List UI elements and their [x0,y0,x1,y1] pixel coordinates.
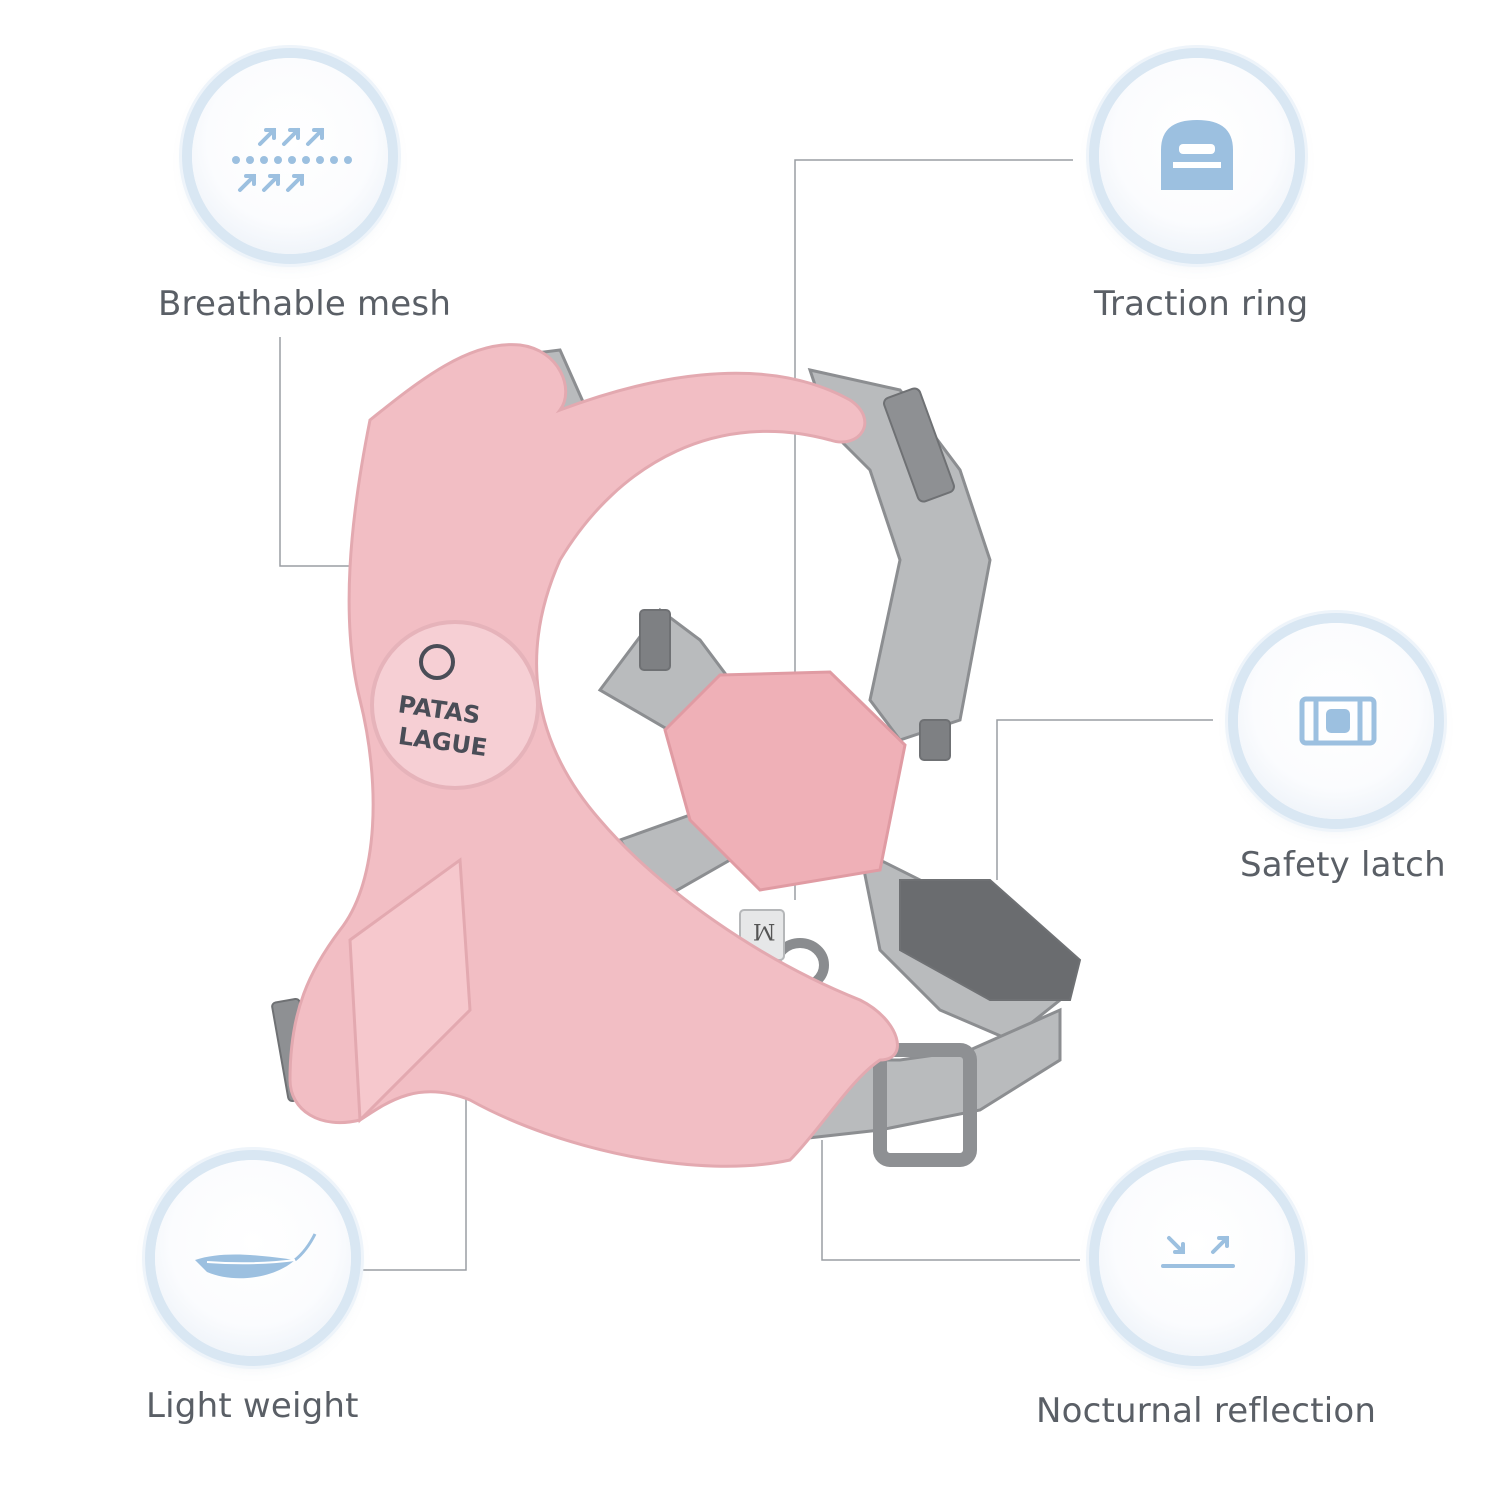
nocturnal-reflection-label: Nocturnal reflection [1036,1391,1377,1431]
brand-badge [370,620,540,790]
traction-ring-icon [1161,120,1233,190]
light-weight-badge [155,1160,351,1356]
safety-latch-icon [1299,696,1377,746]
breathable-mesh-badge [192,58,388,254]
traction-ring-label: Traction ring [1094,284,1309,324]
reflection-icon [1161,1236,1235,1268]
safety-latch-badge [1238,623,1434,819]
harness-body [288,343,907,1168]
traction-ring-badge [1099,58,1295,254]
light-weight-label: Light weight [146,1386,359,1426]
breathable-mesh-label: Breathable mesh [158,284,452,324]
size-tag-label: M [753,918,776,943]
safety-latch-label: Safety latch [1240,845,1446,885]
breathable-mesh-icon [232,128,352,192]
nocturnal-reflection-badge [1099,1160,1295,1356]
feather-icon [195,1233,317,1279]
chest-patch [663,670,907,892]
